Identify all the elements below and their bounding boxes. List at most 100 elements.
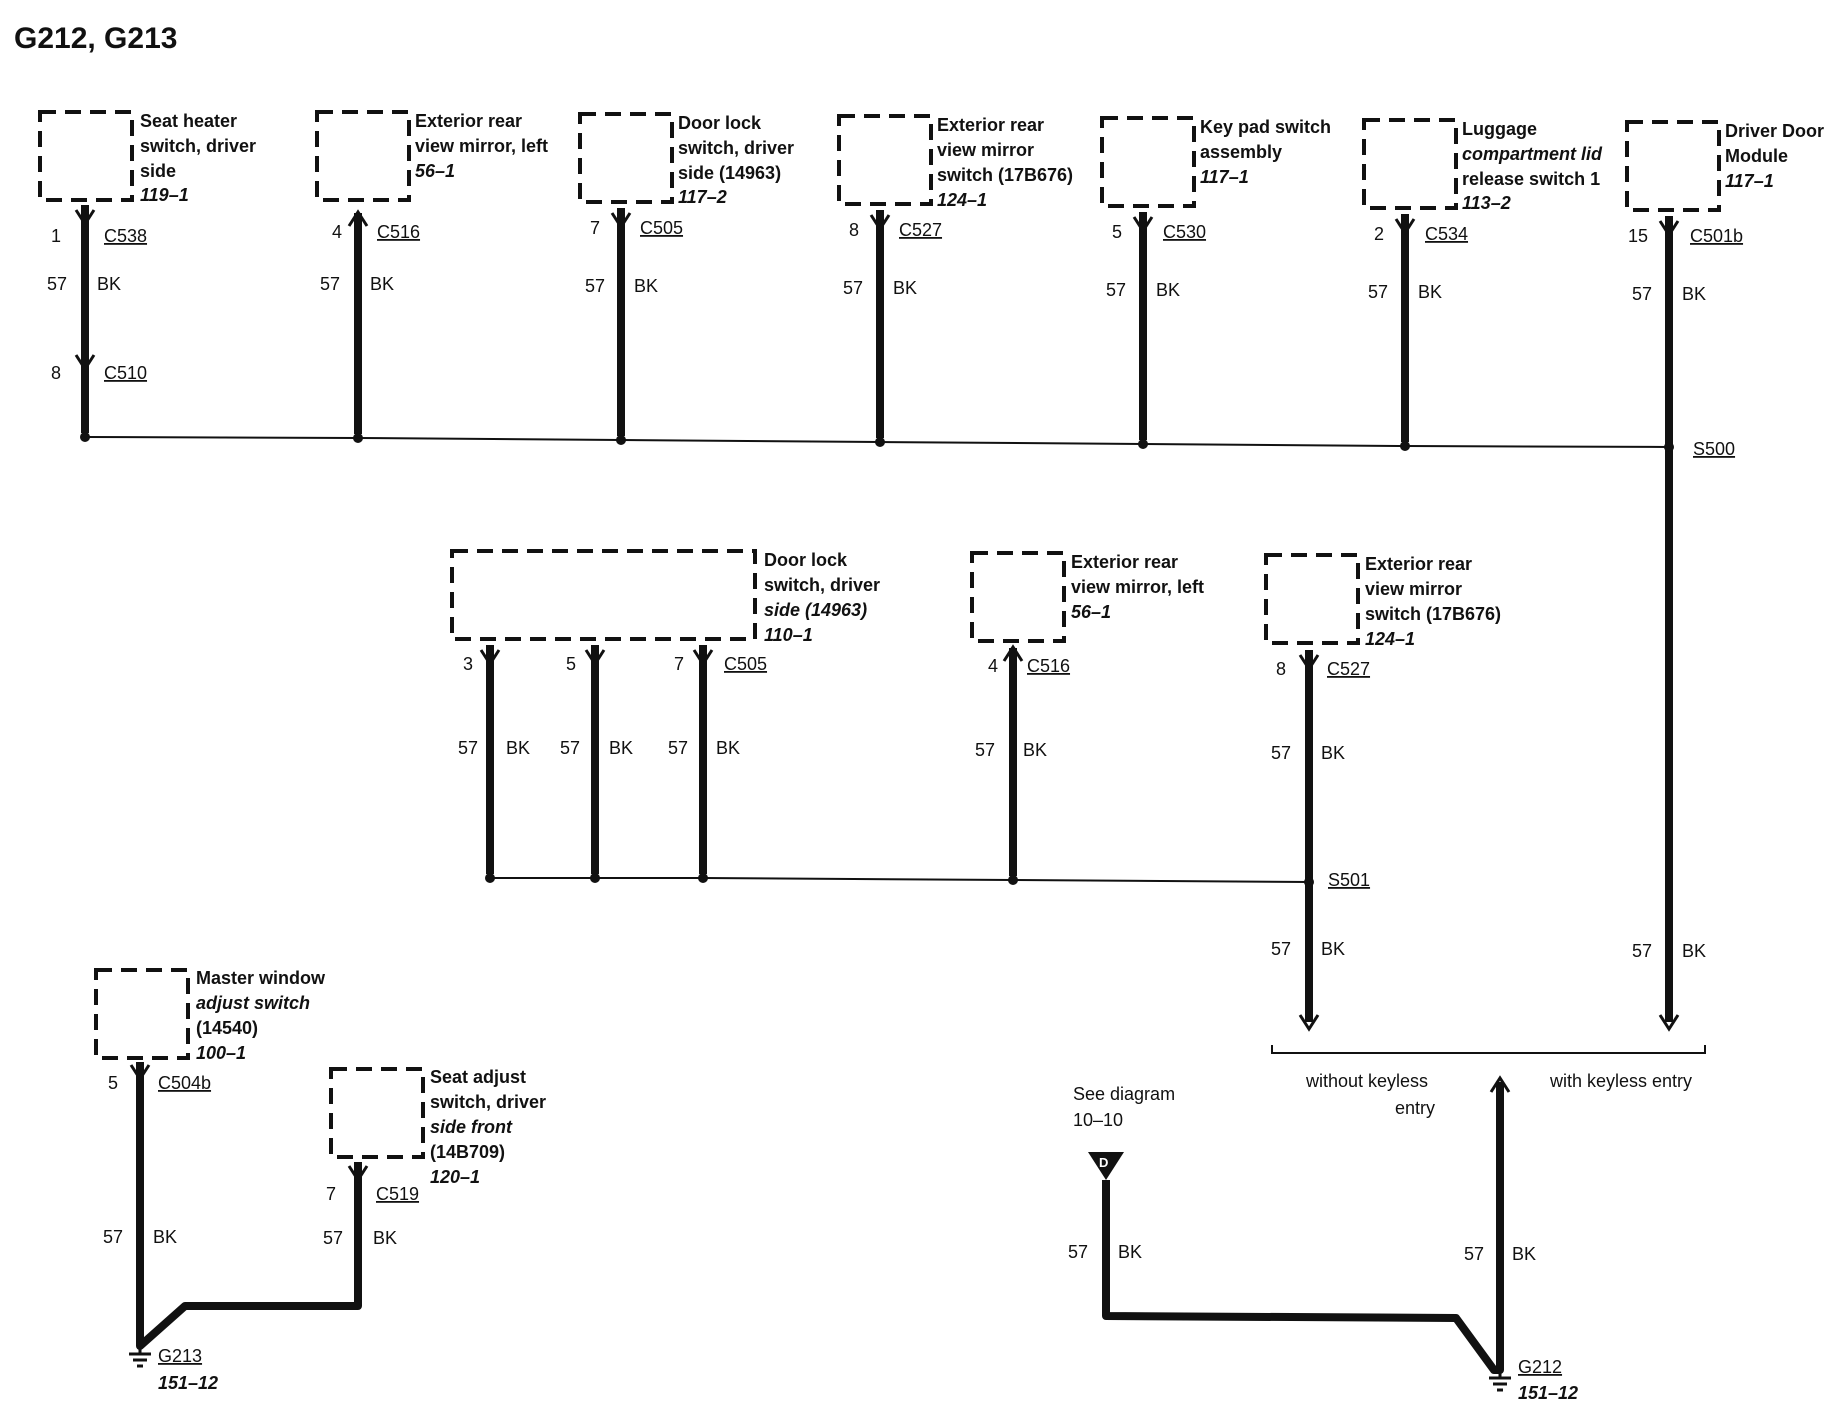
circuit-number: 57 — [1271, 939, 1291, 959]
component-name-line: side front — [430, 1117, 513, 1137]
component-door-lock-switch-row1: Door lock switch, driver side (14963) 11… — [578, 112, 794, 445]
pin-number: 5 — [108, 1073, 118, 1093]
wire-color: BK — [634, 276, 658, 296]
connector-id: C505 — [724, 654, 767, 674]
connector-arrow-icon — [347, 209, 369, 227]
pin-number: 8 — [1276, 659, 1286, 679]
circuit-number: 57 — [1106, 280, 1126, 300]
circuit-number: 57 — [1464, 1244, 1484, 1264]
component-name-line: Exterior rear — [1365, 554, 1472, 574]
component-name-line: Exterior rear — [937, 115, 1044, 135]
component-name-line: switch, driver — [430, 1092, 546, 1112]
connector-arrow-icon — [347, 1165, 369, 1183]
connector-id: C519 — [376, 1184, 419, 1204]
component-page-ref: 124–1 — [937, 190, 987, 210]
component-box — [450, 549, 757, 641]
component-name-line: view mirror — [1365, 579, 1462, 599]
circuit-number: 57 — [975, 740, 995, 760]
component-name-line: Door lock — [764, 550, 848, 570]
component-name-line: adjust switch — [196, 993, 310, 1013]
wire — [1102, 1082, 1504, 1374]
connector-id: C516 — [377, 222, 420, 242]
component-page-ref: 56–1 — [415, 161, 455, 181]
connector-id: C534 — [1425, 224, 1468, 244]
component-name-line: (14B709) — [430, 1142, 505, 1162]
wire — [136, 1062, 362, 1350]
component-box — [1625, 120, 1721, 212]
component-page-ref: 113–2 — [1462, 193, 1511, 213]
component-door-lock-switch-row2: Door lock switch, driver side (14963) 11… — [450, 549, 880, 883]
component-luggage-lid-switch: Luggage compartment lid release switch 1… — [1362, 118, 1603, 451]
see-diagram-label: 10–10 — [1073, 1110, 1123, 1130]
connector-id: C530 — [1163, 222, 1206, 242]
pin-number: 8 — [849, 220, 859, 240]
connector-arrow-icon — [1132, 216, 1154, 234]
component-box — [1100, 116, 1196, 208]
connector-arrow-icon — [610, 212, 632, 230]
connector-id: C504b — [158, 1073, 211, 1093]
component-keypad-switch: Key pad switch assembly 117–1 5 C530 57 … — [1100, 116, 1331, 449]
wire-color: BK — [1023, 740, 1047, 760]
wire-end-arrow-icon — [1658, 1014, 1680, 1032]
component-name-line: Exterior rear — [1071, 552, 1178, 572]
component-name-line: side (14963) — [764, 600, 867, 620]
ground-page-ref: 151–12 — [1518, 1383, 1578, 1403]
wire-color: BK — [716, 738, 740, 758]
component-box — [970, 551, 1066, 643]
circuit-number: 57 — [560, 738, 580, 758]
ground-icon — [129, 1346, 151, 1368]
pin-number: 7 — [326, 1184, 336, 1204]
wire-color: BK — [373, 1228, 397, 1248]
connector-arrow-icon — [869, 214, 891, 232]
connector-arrow-icon — [584, 649, 606, 667]
option-bracket — [1271, 1045, 1706, 1054]
component-name-line: switch, driver — [678, 138, 794, 158]
wire-color: BK — [506, 738, 530, 758]
connector-id: C505 — [640, 218, 683, 238]
wire-color: BK — [1682, 284, 1706, 304]
pin-number: 15 — [1628, 226, 1648, 246]
circuit-number: 57 — [320, 274, 340, 294]
component-page-ref: 110–1 — [764, 625, 813, 645]
ground-g212-group: See diagram 10–10 D 57 BK 57 BK G212 151… — [1068, 1075, 1578, 1403]
component-exterior-mirror-switch-row2: Exterior rear view mirror switch (17B676… — [1264, 553, 1501, 1032]
component-name-line: view mirror, left — [1071, 577, 1204, 597]
circuit-number: 57 — [585, 276, 605, 296]
ground-id: G212 — [1518, 1357, 1562, 1377]
component-exterior-mirror-left-row2: Exterior rear view mirror, left 56–1 4 C… — [970, 551, 1204, 885]
wire-color: BK — [1682, 941, 1706, 961]
circuit-number: 57 — [1632, 941, 1652, 961]
component-box — [1362, 118, 1458, 210]
component-box — [1264, 553, 1360, 645]
component-driver-door-module: Driver Door Module 117–1 15 C501b 57 BK … — [1625, 120, 1824, 1032]
wire-color: BK — [1321, 743, 1345, 763]
component-box — [578, 112, 674, 204]
component-page-ref: 120–1 — [430, 1167, 480, 1187]
pin-number: 7 — [590, 218, 600, 238]
pin-number: 4 — [988, 656, 998, 676]
splice-label: S501 — [1328, 870, 1370, 890]
wire-color: BK — [893, 278, 917, 298]
connector-id: C510 — [104, 363, 147, 383]
circuit-number: 57 — [843, 278, 863, 298]
component-box — [38, 110, 134, 202]
diagram-link-marker-icon — [1088, 1152, 1124, 1180]
component-name-line: side — [140, 161, 176, 181]
connector-id: C527 — [1327, 659, 1370, 679]
component-box — [94, 968, 190, 1060]
splice-label: S500 — [1693, 439, 1735, 459]
component-name-line: Door lock — [678, 113, 762, 133]
wire-end-arrow-icon — [1298, 1014, 1320, 1032]
circuit-number: 57 — [47, 274, 67, 294]
component-name-line: compartment lid — [1462, 144, 1603, 164]
diagram-link-marker-letter: D — [1099, 1155, 1108, 1170]
connector-arrow-icon — [74, 209, 96, 227]
component-name-line: switch (17B676) — [1365, 604, 1501, 624]
wire-color: BK — [1321, 939, 1345, 959]
option-label-without-keyless: without keyless — [1305, 1071, 1428, 1091]
option-label-without-keyless: entry — [1395, 1098, 1435, 1118]
splice-bus-s501 — [490, 877, 1310, 883]
component-page-ref: 124–1 — [1365, 629, 1415, 649]
wire-color: BK — [1418, 282, 1442, 302]
pin-number: 5 — [566, 654, 576, 674]
